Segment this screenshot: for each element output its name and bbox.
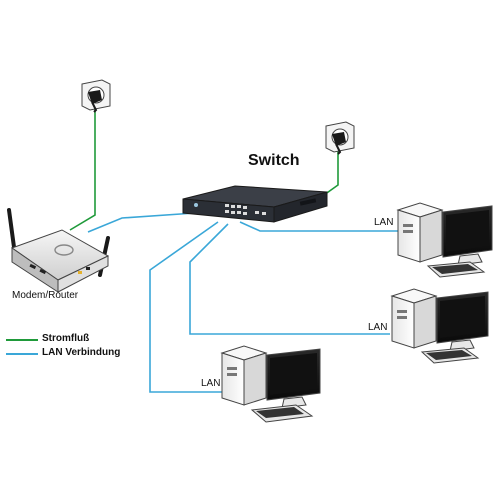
wall-socket-icon [81, 79, 111, 113]
legend-lan-label: LAN Verbindung [42, 347, 121, 358]
wall-socket-icon [325, 121, 355, 155]
modem-router-icon [7, 208, 110, 293]
power-line-switch [323, 150, 339, 196]
lan-label-top: LAN [374, 217, 394, 228]
power-lines [69, 108, 339, 231]
lan-label-bottom: LAN [201, 378, 221, 389]
lan-label-middle: LAN [368, 322, 388, 333]
lan-lines [87, 212, 398, 393]
desktop-computer-icon [396, 202, 493, 278]
lan-line-pc-bottom [149, 221, 222, 393]
desktop-computer-icon [390, 288, 489, 364]
lan-line-pc-top [239, 221, 398, 232]
lan-line-pc-middle [189, 223, 390, 335]
lan-line-modem [87, 212, 196, 233]
legend-power-label: Stromfluß [42, 333, 90, 344]
desktop-computer-icon [220, 345, 321, 423]
network-switch-icon [182, 185, 328, 223]
modem-router-label: Modem/Router [12, 290, 79, 301]
switch-label: Switch [248, 152, 300, 169]
power-line-modem [69, 108, 96, 231]
